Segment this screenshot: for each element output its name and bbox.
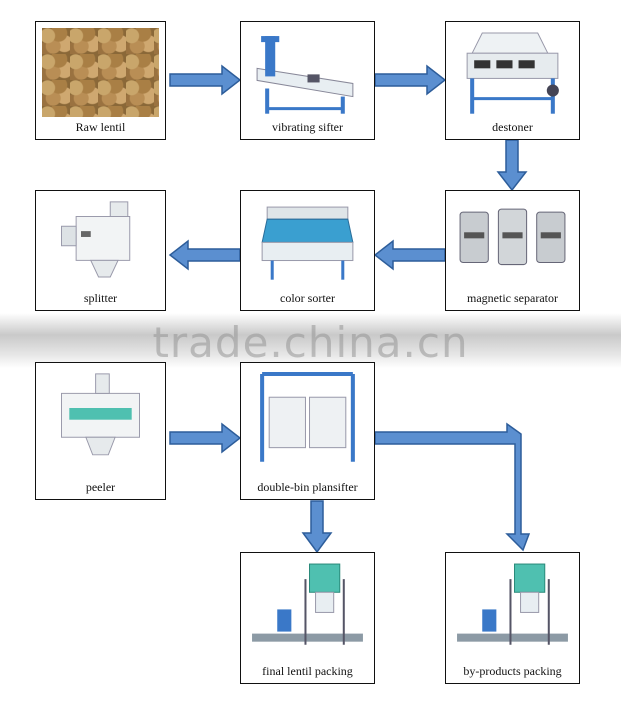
arrow-raw-to-sifter: [169, 64, 242, 96]
step-splitter: splitter: [35, 190, 166, 311]
double-bin-plansifter-image: [260, 372, 355, 462]
watermark-text: trade.china.cn: [152, 318, 469, 367]
vibrating-sifter-image: [256, 36, 354, 114]
arrow-plansifter-to-byproducts: [374, 422, 531, 552]
peeler-image: [61, 373, 140, 456]
step-magnetic-separator: magnetic separator: [445, 190, 580, 311]
by-products-packing-image: [457, 563, 568, 645]
step-by-products-packing: by-products packing: [445, 552, 580, 684]
arrow-sifter-to-destoner: [374, 64, 447, 96]
arrow-plansifter-to-final-packing: [301, 500, 333, 554]
color-sorter-image: [261, 206, 354, 280]
step-vibrating-sifter: vibrating sifter: [240, 21, 375, 140]
step-peeler: peeler: [35, 362, 166, 500]
arrow-destoner-to-magnetic: [496, 139, 528, 192]
step-label: vibrating sifter: [272, 120, 343, 134]
step-label: final lentil packing: [262, 664, 353, 678]
arrow-magnetic-to-sorter: [373, 239, 446, 271]
step-raw-lentil: Raw lentil: [35, 21, 166, 140]
magnetic-separator-image: [459, 208, 566, 266]
destoner-image: [466, 32, 559, 114]
watermark-band: [0, 313, 621, 368]
step-label: Raw lentil: [75, 120, 126, 134]
arrow-sorter-to-splitter: [168, 239, 241, 271]
step-destoner: destoner: [445, 21, 580, 140]
step-label: color sorter: [280, 291, 335, 305]
step-double-bin-plansifter: double-bin plansifter: [240, 362, 375, 500]
step-label: magnetic separator: [467, 291, 558, 305]
step-final-lentil-packing: final lentil packing: [240, 552, 375, 684]
step-label: by-products packing: [463, 664, 562, 678]
final-lentil-packing-image: [252, 563, 363, 645]
step-label: double-bin plansifter: [257, 480, 358, 494]
step-label: peeler: [85, 480, 116, 494]
raw-lentil-image: [42, 28, 159, 117]
step-label: destoner: [492, 120, 533, 134]
splitter-image: [61, 201, 131, 278]
step-color-sorter: color sorter: [240, 190, 375, 311]
arrow-peeler-to-plansifter: [169, 422, 242, 454]
step-label: splitter: [83, 291, 118, 305]
